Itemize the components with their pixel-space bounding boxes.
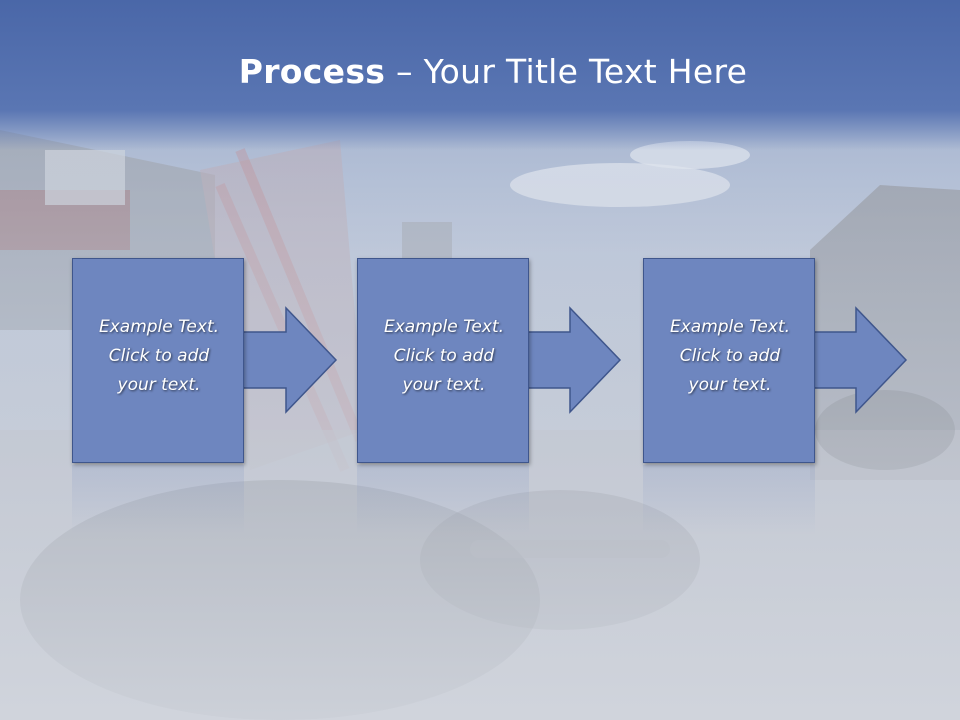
process-step-1[interactable]: Example Text. Click to add your text. — [72, 258, 244, 463]
arrow-icon — [238, 306, 338, 414]
reflection — [357, 465, 529, 535]
process-step-2[interactable]: Example Text. Click to add your text. — [357, 258, 529, 463]
title-rest: – Your Title Text Here — [385, 52, 748, 91]
step-line: Click to add — [679, 346, 781, 366]
step-line: your text. — [117, 375, 201, 395]
step-line: Example Text. — [669, 317, 791, 337]
reflection — [72, 465, 244, 535]
step-line: Click to add — [108, 346, 210, 366]
arrow-icon — [808, 306, 908, 414]
step-text: Example Text. Click to add your text. — [73, 313, 245, 400]
step-line: your text. — [688, 375, 772, 395]
step-line: your text. — [402, 375, 486, 395]
slide-title[interactable]: Process – Your Title Text Here — [0, 52, 960, 91]
step-line: Click to add — [393, 346, 495, 366]
step-line: Example Text. — [383, 317, 505, 337]
reflection — [643, 465, 815, 535]
process-step-3[interactable]: Example Text. Click to add your text. — [643, 258, 815, 463]
step-line: Example Text. — [98, 317, 220, 337]
arrow-icon — [522, 306, 622, 414]
title-band — [0, 0, 960, 150]
title-bold: Process — [238, 52, 386, 91]
step-text: Example Text. Click to add your text. — [644, 313, 816, 400]
step-text: Example Text. Click to add your text. — [358, 313, 530, 400]
